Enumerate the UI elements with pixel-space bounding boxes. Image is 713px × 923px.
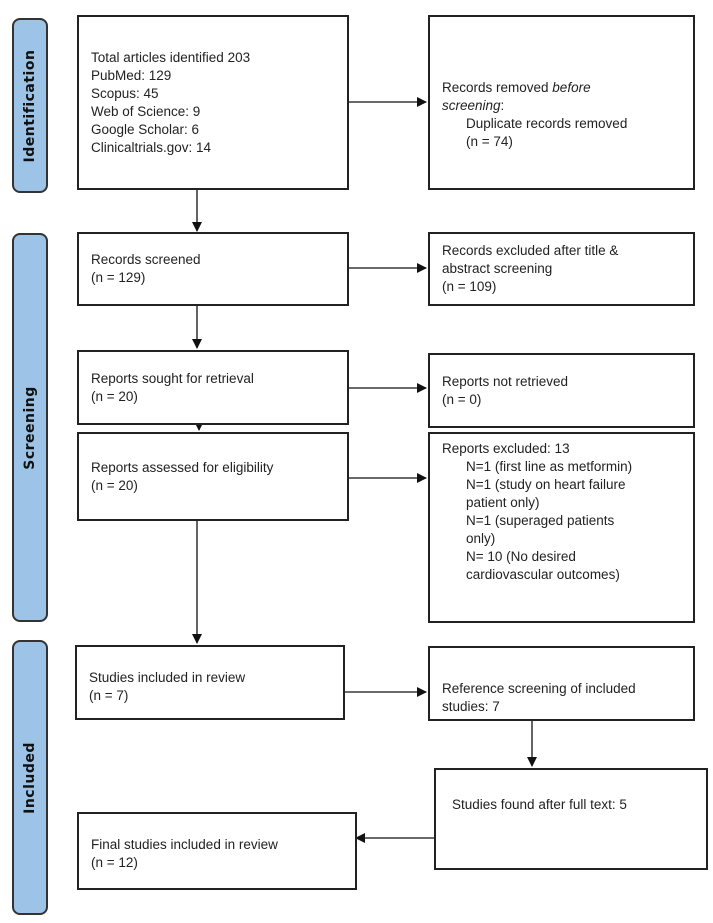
text-line: Reports not retrieved xyxy=(442,373,569,389)
text-line: (n = 0) xyxy=(442,391,482,407)
text-line: Total articles identified 203 xyxy=(91,49,251,65)
box-records-removed: Records removed before screening: Duplic… xyxy=(428,15,695,190)
phase-label-included: Included xyxy=(12,640,48,915)
text-line: Reference screening of included xyxy=(442,681,636,696)
phase-text: Screening xyxy=(22,385,38,470)
text-line: (n = 74) xyxy=(466,134,513,149)
box-reports-not-retrieved: Reports not retrieved (n = 0) xyxy=(428,353,695,428)
text-line: Records excluded after title & xyxy=(442,243,619,258)
text-line: (n = 129) xyxy=(91,270,146,285)
exclusion-reason: N= 10 (No desired xyxy=(466,549,576,564)
text-line: Reports sought for retrieval xyxy=(91,370,254,386)
text-line: studies: 7 xyxy=(442,699,500,714)
text-line: Web of Science: 9 xyxy=(91,103,201,119)
text-line: PubMed: 129 xyxy=(91,67,172,83)
box-total-identified: Total articles identified 203 PubMed: 12… xyxy=(77,15,349,190)
box-studies-found-full-text: Studies found after full text: 5 xyxy=(434,768,708,870)
phase-label-identification: Identification xyxy=(12,18,48,193)
exclusion-reason: N=1 (study on heart failure xyxy=(466,477,626,492)
exclusion-reason: N=1 (superaged patients xyxy=(466,513,615,528)
exclusion-reason: N=1 (first line as metformin) xyxy=(466,459,633,474)
exclusion-reason: cardiovascular outcomes) xyxy=(466,567,620,582)
text: : xyxy=(500,98,505,113)
text-line: Google Scholar: 6 xyxy=(91,121,200,137)
text: Records removed xyxy=(442,80,553,95)
text-line: screening: xyxy=(442,97,681,115)
text-line: Clinicaltrials.gov: 14 xyxy=(91,139,212,155)
text-italic: screening xyxy=(442,98,501,113)
text-line: Final studies included in review xyxy=(91,837,278,852)
phase-text: Identification xyxy=(22,49,38,162)
box-reports-assessed: Reports assessed for eligibility (n = 20… xyxy=(77,432,349,521)
text-line: (n = 109) xyxy=(442,279,497,294)
text-line: Studies included in review xyxy=(89,670,246,685)
text-line: Scopus: 45 xyxy=(91,85,159,101)
exclusion-reason: only) xyxy=(466,531,496,546)
text-line: Duplicate records removed xyxy=(466,116,628,131)
text-italic: before xyxy=(552,80,591,95)
text-line: Reports assessed for eligibility xyxy=(91,459,274,475)
text-line: Studies found after full text: 5 xyxy=(452,797,627,812)
box-final-studies: Final studies included in review (n = 12… xyxy=(77,812,357,890)
text-line: (n = 20) xyxy=(91,477,138,493)
phase-label-screening: Screening xyxy=(12,233,48,622)
text-line: (n = 12) xyxy=(91,855,138,870)
box-reference-screening: Reference screening of included studies:… xyxy=(428,646,695,721)
phase-text: Included xyxy=(22,741,38,814)
text-line: Reports excluded: 13 xyxy=(442,441,570,456)
box-records-screened: Records screened (n = 129) xyxy=(77,232,349,306)
text-line: abstract screening xyxy=(442,261,553,276)
text-line: Records screened xyxy=(91,252,201,267)
exclusion-reason: patient only) xyxy=(466,495,540,510)
box-reports-excluded: Reports excluded: 13 N=1 (first line as … xyxy=(428,432,695,623)
text-line: (n = 7) xyxy=(89,688,129,703)
text-line: (n = 20) xyxy=(91,388,138,404)
text-line: Records removed before xyxy=(442,79,681,97)
box-records-excluded: Records excluded after title & abstract … xyxy=(428,232,695,306)
box-studies-included: Studies included in review (n = 7) xyxy=(75,645,345,720)
box-reports-sought: Reports sought for retrieval (n = 20) xyxy=(77,350,349,425)
